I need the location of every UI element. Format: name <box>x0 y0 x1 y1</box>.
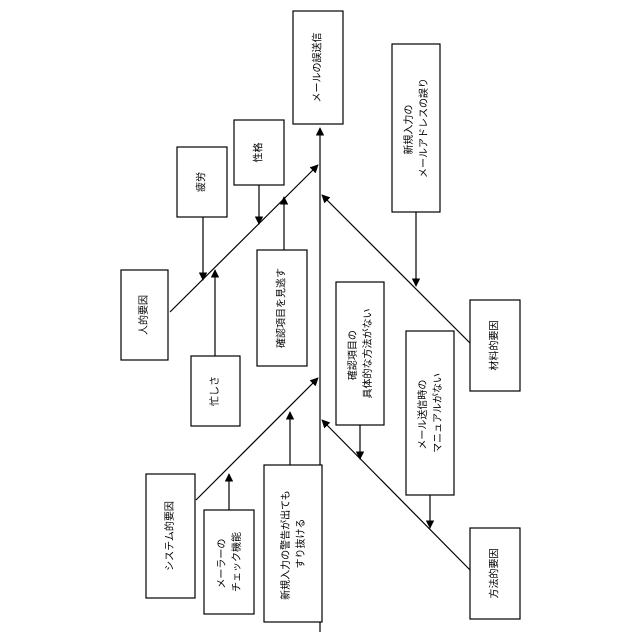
category-box-system: システム的要因 <box>146 474 195 598</box>
category-label-method: 方法的要因 <box>488 549 501 599</box>
category-label-system: システム的要因 <box>163 501 176 571</box>
cause-box-mailer-check: メーラーの チェック機能 <box>204 510 254 614</box>
effect-box: メールの誤送信 <box>293 11 343 124</box>
category-label-material: 材料的要因 <box>488 321 501 371</box>
cause-box-no-manual: メール送信時の マニュアルがない <box>406 331 454 495</box>
cause-label-personality: 性格 <box>252 143 265 163</box>
cause-label-busy: 忙しさ <box>208 376 221 406</box>
category-box-material: 材料的要因 <box>470 300 520 391</box>
cause-box-personality: 性格 <box>234 120 284 185</box>
category-label-human: 人的要因 <box>137 295 150 335</box>
cause-box-no-method: 確認項目の 具体的な方法がない <box>336 282 384 425</box>
cause-box-warning-skip: 新規入力の警告が出ても すり抜ける <box>264 465 322 622</box>
cause-box-busy: 忙しさ <box>191 356 240 426</box>
cause-box-fatigue: 疲労 <box>177 147 227 217</box>
cause-box-overlook: 確認項目を見逃す <box>257 250 307 366</box>
cause-label-overlook: 確認項目を見逃す <box>275 268 288 348</box>
cause-label-fatigue: 疲労 <box>195 172 208 192</box>
category-box-method: 方法的要因 <box>470 528 520 619</box>
cause-box-new-address: 新規入力の メールアドレスの誤り <box>392 44 440 212</box>
category-box-human: 人的要因 <box>121 270 168 360</box>
effect-label: メールの誤送信 <box>311 33 324 103</box>
